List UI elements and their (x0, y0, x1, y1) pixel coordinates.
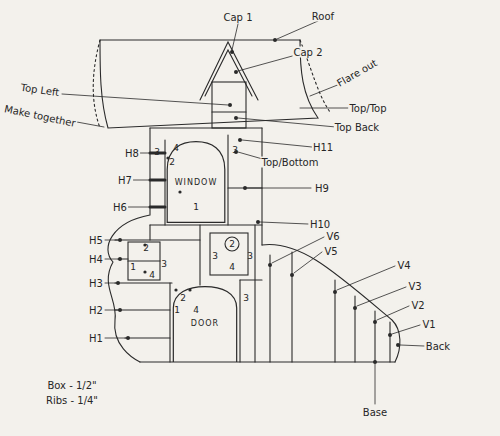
callout-number: 3 (153, 147, 161, 157)
part-label: V5 (323, 246, 338, 257)
callout-number: 1 (129, 262, 137, 272)
part-label: H8 (124, 148, 140, 159)
part-label: Cap 2 (293, 47, 324, 58)
part-label: V3 (407, 281, 422, 292)
room-name: DOOR (191, 319, 219, 328)
callout-number: 1 (173, 305, 181, 315)
part-label: H4 (88, 254, 104, 265)
part-label: Top Back (334, 122, 380, 133)
part-label: Flare out (334, 57, 380, 90)
callout-number: 2 (179, 293, 187, 303)
callout-number: 2 (228, 239, 236, 249)
callout-number: 4 (192, 305, 200, 315)
part-label: H5 (88, 235, 104, 246)
callout-number: 3 (160, 259, 168, 269)
part-label: H10 (309, 219, 331, 230)
callout-number: 3 (211, 251, 219, 261)
callout-number: 1 (192, 202, 200, 212)
part-label: Make together (2, 103, 77, 129)
part-label: Cap 1 (223, 12, 254, 23)
callout-number: 2 (142, 243, 150, 253)
callout-number: 4 (172, 143, 180, 153)
callout-number: 4 (228, 262, 236, 272)
part-label: H6 (112, 202, 128, 213)
part-label: V6 (325, 231, 340, 242)
part-label: Base (362, 407, 388, 418)
part-label: V2 (410, 300, 425, 311)
callout-number: 3 (231, 145, 239, 155)
callout-number: 2 (168, 157, 176, 167)
part-label: Box - 1/2" (46, 380, 97, 391)
callout-number: 3 (242, 293, 250, 303)
part-label: H11 (312, 142, 334, 153)
part-label: Top/Top (348, 103, 387, 114)
part-label: Top Left (19, 82, 61, 99)
part-label: V1 (421, 319, 436, 330)
part-label: H3 (88, 278, 104, 289)
callout-number: 4 (148, 270, 156, 280)
part-label: H1 (88, 333, 104, 344)
part-label: Back (425, 341, 451, 352)
room-name: WINDOW (175, 178, 218, 187)
part-label: Top/Bottom (261, 157, 320, 168)
part-label: H7 (117, 175, 133, 186)
part-label: H9 (314, 183, 330, 194)
part-label: H2 (88, 305, 104, 316)
callout-number: 3 (246, 251, 254, 261)
part-label: Ribs - 1/4" (45, 395, 99, 406)
part-label: V4 (396, 260, 411, 271)
part-label: Roof (311, 11, 335, 22)
